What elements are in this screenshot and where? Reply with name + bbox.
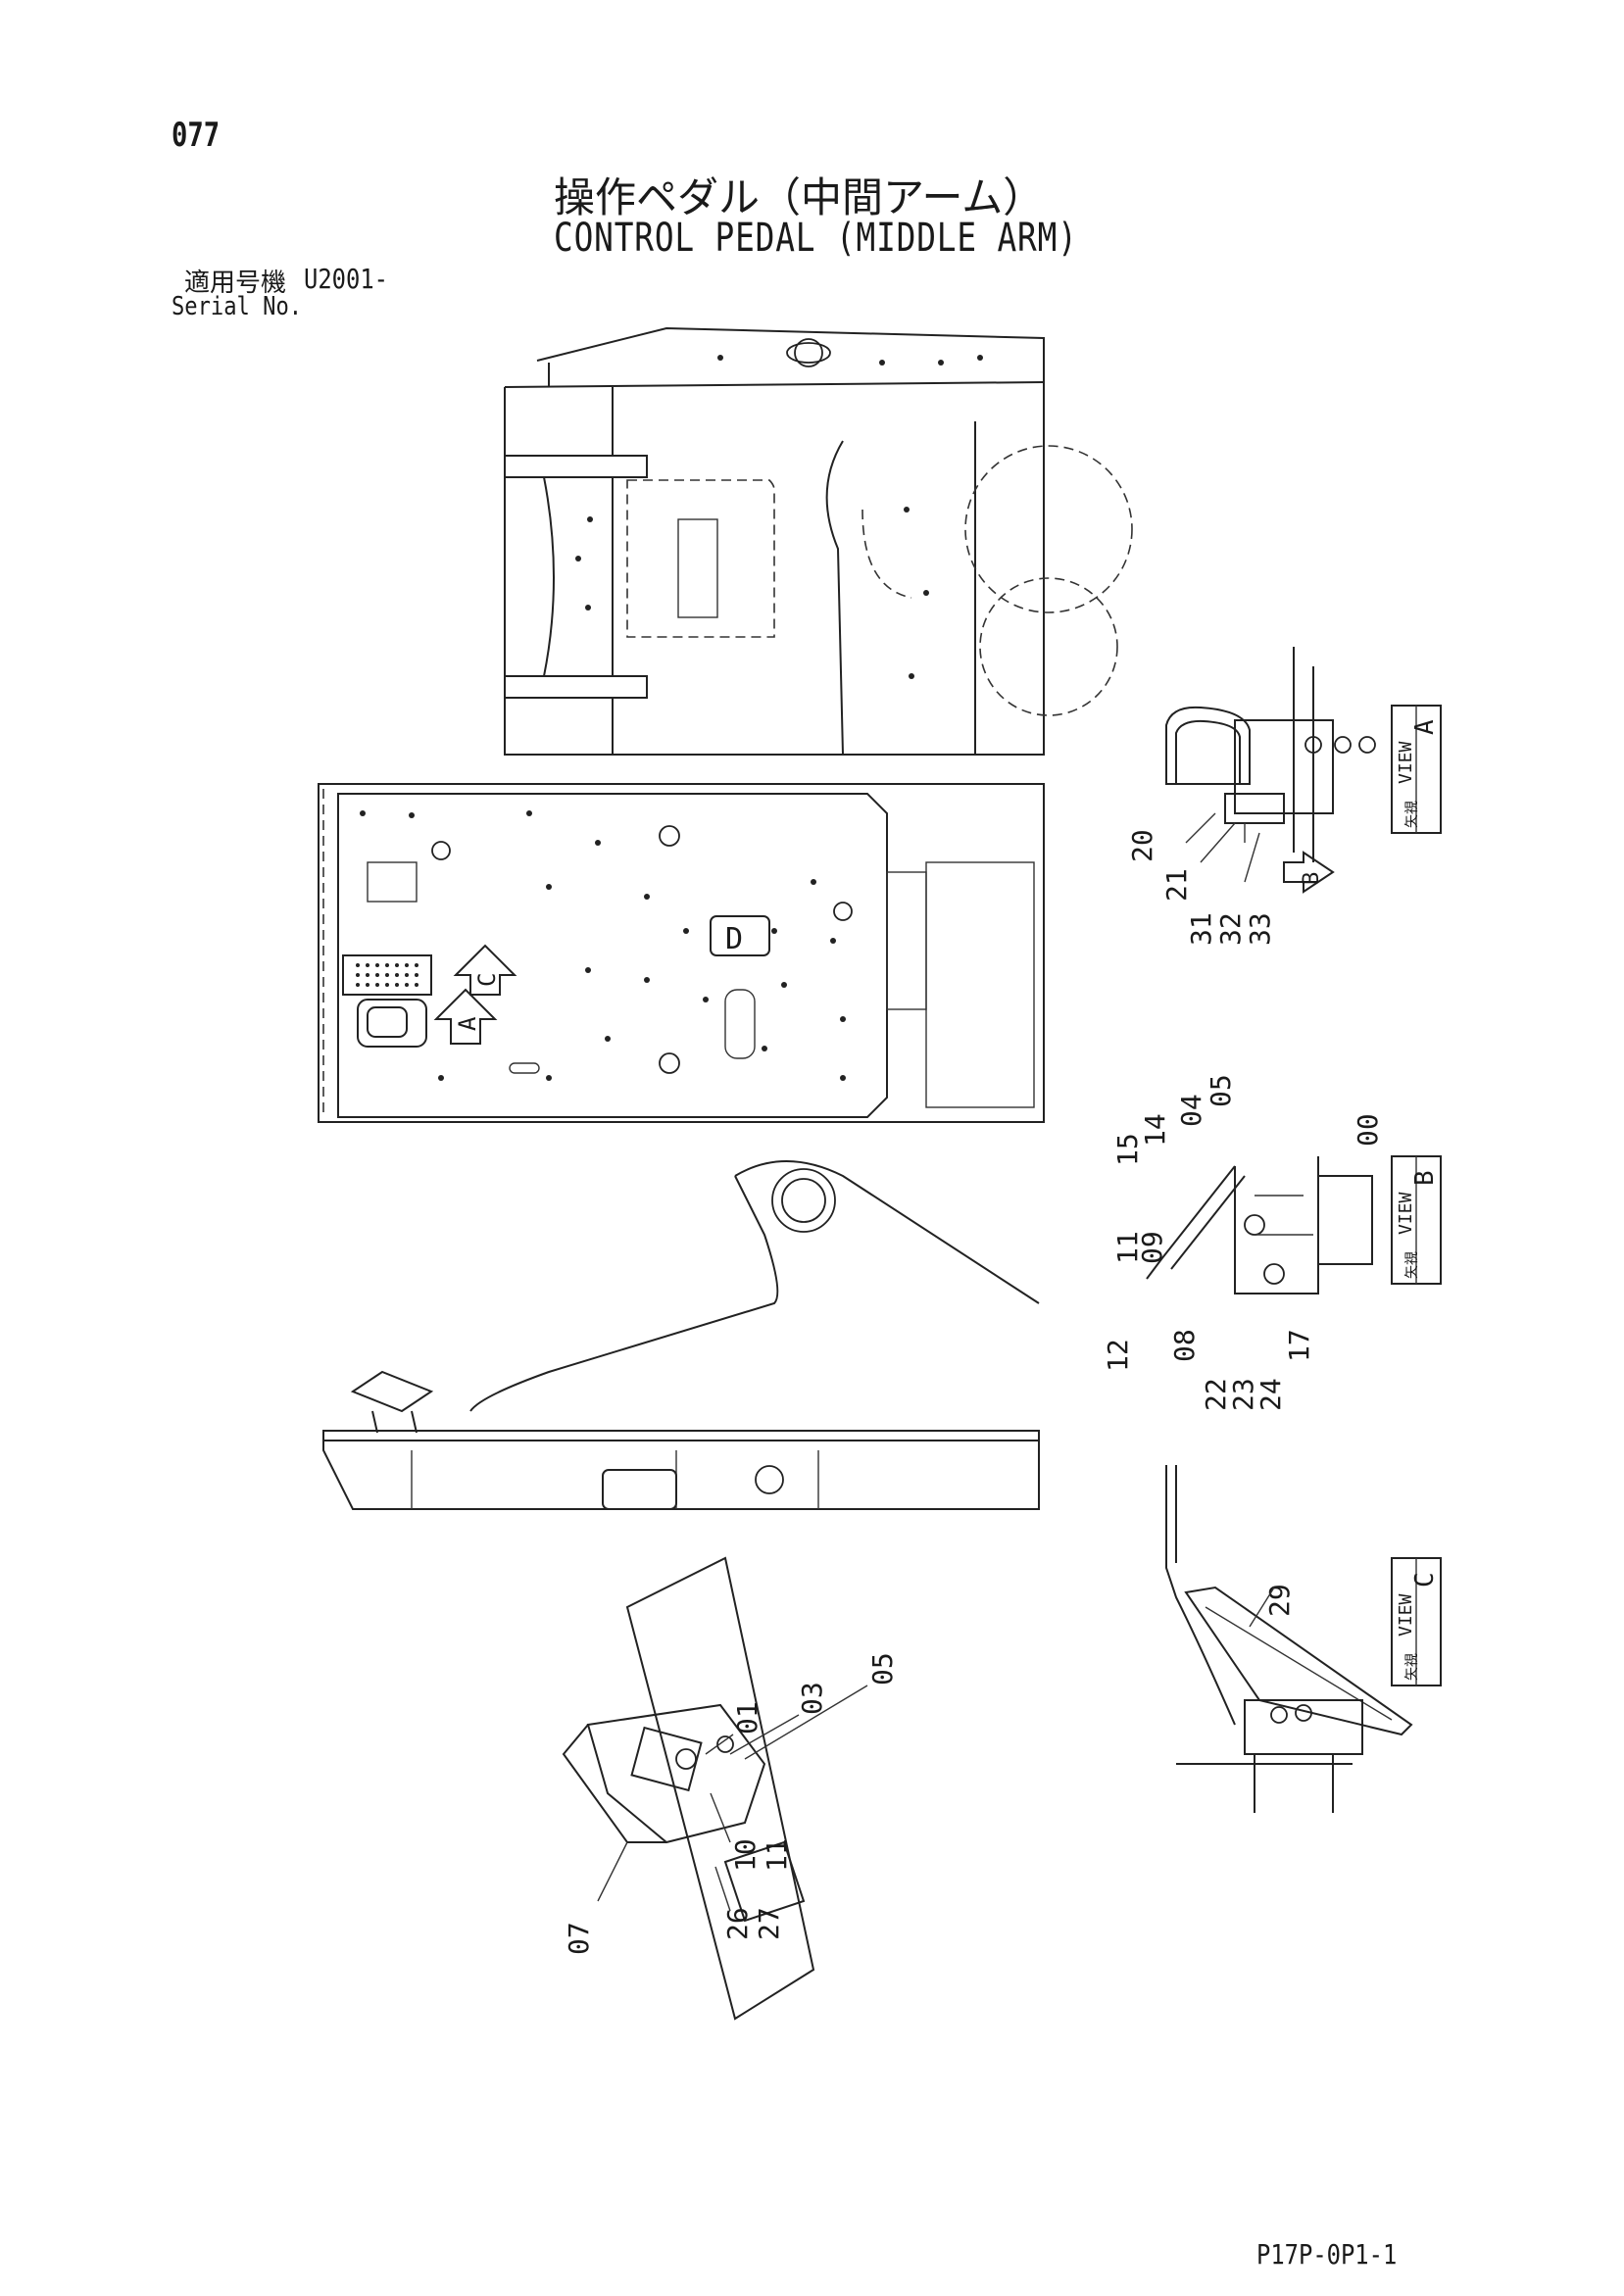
callout-26: 26 <box>721 1907 754 1940</box>
title-english: CONTROL PEDAL (MIDDLE ARM) <box>554 216 1078 261</box>
callout-17: 17 <box>1283 1329 1315 1362</box>
callout-00: 00 <box>1352 1113 1384 1147</box>
callout-05: 05 <box>866 1652 899 1685</box>
marker-d: D <box>725 922 743 956</box>
cab-floor-plan: D C A <box>318 783 1045 1123</box>
callout-12: 12 <box>1102 1339 1134 1372</box>
callout-29: 29 <box>1263 1584 1296 1617</box>
callout-23: 23 <box>1227 1378 1259 1411</box>
view-b-kanji: 矢視 <box>1404 1251 1420 1279</box>
callout-03: 03 <box>796 1682 828 1715</box>
serial-label-japanese: 適用号機 <box>184 269 287 298</box>
callout-01: 01 <box>731 1701 763 1734</box>
arrow-c-label: C <box>473 973 501 987</box>
view-a-detail: 20 21 31 32 33 B VIEW 矢視 A <box>1126 647 1442 946</box>
callout-05-b: 05 <box>1205 1074 1237 1107</box>
pedal-pad <box>356 963 418 987</box>
view-a-kanji: 矢視 <box>1404 801 1420 828</box>
callout-07: 07 <box>563 1922 595 1955</box>
title-japanese: 操作ペダル（中間アーム） <box>554 173 1045 221</box>
callout-20: 20 <box>1126 829 1158 862</box>
callout-33: 33 <box>1244 912 1276 946</box>
side-view <box>322 1160 1040 1510</box>
page-number: 077 <box>172 116 221 155</box>
callout-14: 14 <box>1139 1113 1171 1147</box>
arrow-b-label: B <box>1300 872 1324 885</box>
callout-08: 08 <box>1168 1329 1201 1362</box>
view-c-tag: VIEW <box>1396 1593 1416 1637</box>
callout-22: 22 <box>1200 1378 1232 1411</box>
view-c-letter: C <box>1410 1572 1440 1588</box>
callout-11-b: 11 <box>1111 1231 1144 1264</box>
view-b-detail: 15 14 04 05 00 11 09 12 08 22 23 24 17 V… <box>1102 1074 1442 1411</box>
callout-09: 09 <box>1136 1231 1168 1264</box>
callout-04: 04 <box>1175 1094 1207 1127</box>
isometric-pedal-detail: 01 03 05 10 11 26 27 07 <box>562 1556 899 2021</box>
callout-32: 32 <box>1214 912 1247 946</box>
callout-21: 21 <box>1160 868 1193 902</box>
callout-11: 11 <box>761 1838 793 1872</box>
serial-value: U2001- <box>304 263 388 295</box>
view-c-detail: 29 VIEW 矢視 C <box>1165 1465 1442 1813</box>
serial-label-english: Serial No. <box>172 292 303 321</box>
callout-27: 27 <box>753 1907 785 1940</box>
upper-frame-plan <box>504 326 1133 756</box>
arrow-a-label: A <box>454 1016 481 1031</box>
view-a-tag: VIEW <box>1396 741 1416 784</box>
view-a-letter: A <box>1410 719 1440 735</box>
callout-15: 15 <box>1111 1133 1144 1166</box>
callout-10: 10 <box>729 1838 762 1872</box>
callout-24: 24 <box>1255 1378 1287 1411</box>
view-b-tag: VIEW <box>1396 1192 1416 1235</box>
callout-31: 31 <box>1185 912 1217 946</box>
view-b-letter: B <box>1410 1170 1440 1186</box>
view-c-kanji: 矢視 <box>1404 1653 1420 1681</box>
drawing-code: P17P-0P1-1 <box>1256 2238 1398 2271</box>
